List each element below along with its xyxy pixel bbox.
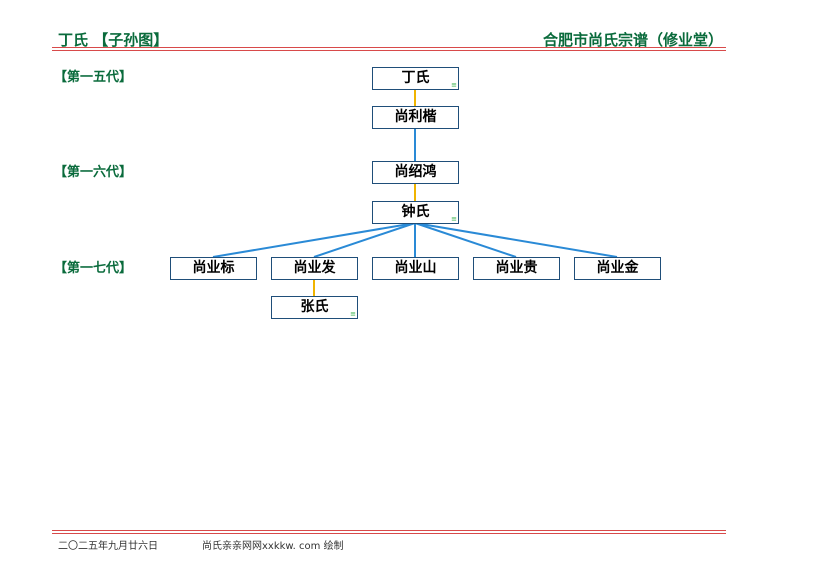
chart-title: 丁氏 【子孙图】	[58, 31, 169, 49]
footer-date: 二〇二五年九月廿六日	[58, 541, 158, 552]
person-box-shangyegui[interactable]: 尚业贵	[473, 257, 560, 280]
person-name: 尚业金	[596, 260, 639, 276]
person-name: 尚业发	[293, 260, 336, 276]
spouse-marker-icon: ≡	[350, 310, 356, 318]
person-name: 丁氏	[401, 70, 430, 86]
person-name: 钟氏	[401, 204, 430, 220]
generation-label-17: 【第一七代】	[54, 261, 133, 276]
header-rule-2	[52, 50, 726, 51]
person-name: 张氏	[300, 299, 329, 315]
footer-credit: 尚氏亲亲网网xxkkw. com 绘制	[202, 541, 344, 552]
footer-rule-2	[52, 533, 726, 534]
generation-label-15: 【第一五代】	[54, 70, 133, 85]
person-name: 尚业标	[192, 260, 235, 276]
child-link-shangyefa	[313, 222, 416, 258]
person-box-shangyeshan[interactable]: 尚业山	[372, 257, 459, 280]
person-name: 尚绍鸿	[394, 164, 437, 180]
footer-rule	[52, 530, 726, 531]
person-box-shanglikai[interactable]: 尚利楷	[372, 106, 459, 129]
generation-label-16: 【第一六代】	[54, 165, 133, 180]
person-name: 尚业山	[394, 260, 437, 276]
person-box-shangyejin[interactable]: 尚业金	[574, 257, 661, 280]
spouse-marker-icon: ≡	[451, 81, 457, 89]
person-box-zhong[interactable]: 钟氏 ≡	[372, 201, 459, 224]
person-box-shangyebiao[interactable]: 尚业标	[170, 257, 257, 280]
spouse-marker-icon: ≡	[451, 215, 457, 223]
person-box-shangshaohong[interactable]: 尚绍鸿	[372, 161, 459, 184]
header-rule	[52, 47, 726, 48]
person-name: 尚业贵	[495, 260, 538, 276]
person-name: 尚利楷	[394, 109, 437, 125]
child-link-shangyegui	[414, 222, 517, 258]
person-box-zhang[interactable]: 张氏 ≡	[271, 296, 358, 319]
child-link-shangyebiao	[212, 222, 416, 258]
genealogy-name: 合肥市尚氏宗谱（修业堂）	[542, 31, 723, 49]
person-box-ding[interactable]: 丁氏 ≡	[372, 67, 459, 90]
person-box-shangyefa[interactable]: 尚业发	[271, 257, 358, 280]
child-link-shangyejin	[414, 222, 618, 258]
